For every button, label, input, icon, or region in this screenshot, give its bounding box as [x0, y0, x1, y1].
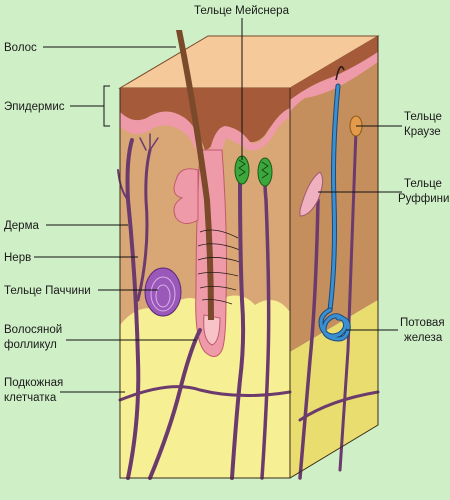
block-outline [119, 36, 379, 479]
pacinian-corpuscle [144, 267, 182, 317]
follicle-nerve-plexus [197, 229, 241, 305]
hair-shaft [176, 30, 214, 320]
label-krause-2: Краузе [404, 126, 441, 138]
label-ruffini-1: Тельце [404, 178, 442, 190]
label-meissner: Тельце Мейснера [194, 5, 290, 17]
label-follicle-2: фолликул [4, 339, 57, 351]
label-krause-1: Тельце [404, 111, 442, 123]
label-sweat-2: железа [404, 332, 443, 344]
label-epidermis: Эпидермис [4, 101, 65, 113]
follicle-root-bulb [203, 314, 221, 346]
hypodermis-front [120, 295, 290, 478]
label-dermis: Дерма [4, 220, 39, 232]
label-hypodermis-2: клетчатка [4, 392, 57, 404]
label-hair: Волос [4, 42, 37, 54]
sweat-gland [318, 83, 351, 342]
label-ruffini-2: Руффини [398, 193, 449, 205]
epidermis-bracket [103, 85, 110, 127]
label-hypodermis-1: Подкожная [4, 377, 63, 389]
side-epidermis-band [290, 36, 378, 100]
label-pacinian: Тельце Паччини [4, 285, 91, 297]
label-follicle-1: Волосяной [4, 324, 62, 336]
ruffini-corpuscle [299, 171, 324, 217]
nerves [117, 133, 292, 480]
side-nerves [298, 128, 380, 480]
sebaceous-gland [173, 168, 199, 224]
label-nerve: Нерв [4, 252, 31, 264]
side-pink-papillae [290, 52, 378, 112]
label-sweat-1: Потовая [400, 317, 445, 329]
epidermis-pink-layer [120, 108, 290, 162]
small-hair [335, 65, 345, 81]
epidermis-front [120, 88, 290, 150]
